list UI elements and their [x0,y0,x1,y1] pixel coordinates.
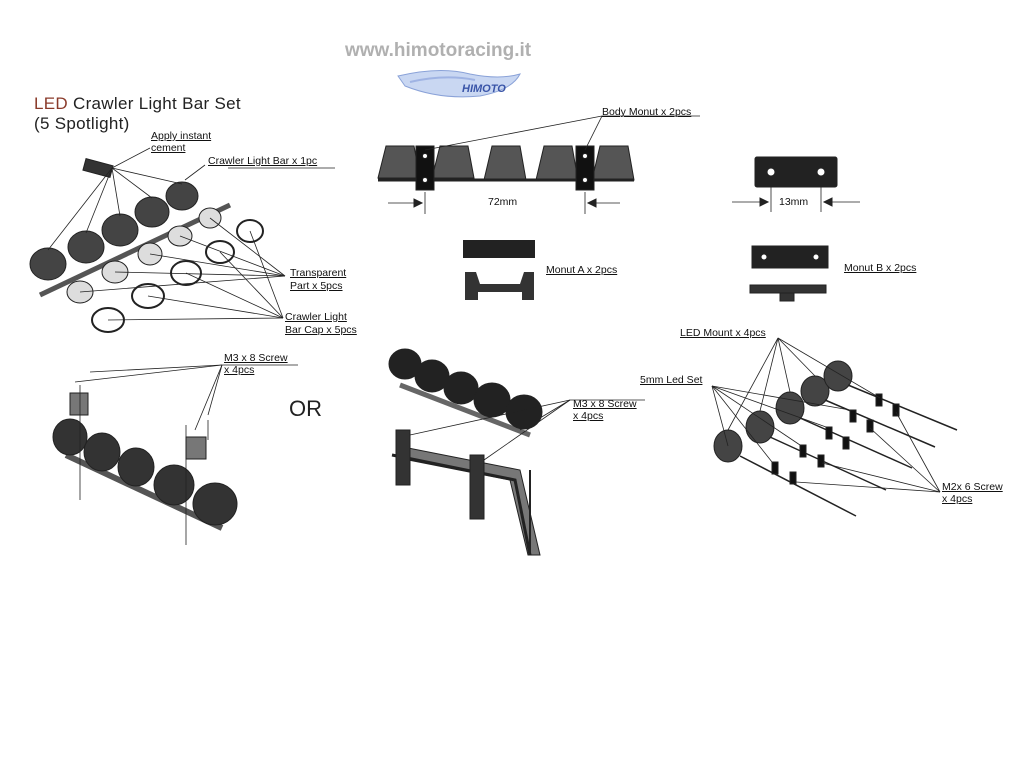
label-m2-screw-2: x 4pcs [942,493,973,505]
label-m2-screw-1: M2x 6 Screw [942,481,1003,493]
website-url: www.himotoracing.it [345,40,532,61]
label-m3-left-1: M3 x 8 Screw [224,352,288,364]
title-main: Crawler Light Bar Set [73,94,241,113]
title-led: LED [34,94,68,113]
himoto-logo: HIMOTO [397,69,521,98]
label-mount-b: Monut B x 2pcs [844,262,917,274]
label-transparent-1: Transparent [290,267,347,279]
body-mount-view [377,115,700,214]
label-led-set: 5mm Led Set [640,374,703,386]
label-body-mount: Body Monut x 2pcs [602,106,692,118]
label-bar-cap-1: Crawler Light [285,311,347,323]
assembly-right [711,337,958,517]
label-bar-cap-2: Bar Cap x 5pcs [285,324,357,336]
label-mount-a: Monut A x 2pcs [546,264,618,276]
label-transparent-2: Part x 5pcs [290,280,343,292]
label-m3-left-2: x 4pcs [224,364,255,376]
mount-a-part [463,240,535,300]
assembly-left [52,364,298,545]
assembly-middle [388,348,645,556]
label-dim-13: 13mm [779,196,809,208]
label-dim-72: 72mm [488,196,518,208]
label-led-mount: LED Mount x 4pcs [680,327,766,339]
logo-text: HIMOTO [462,83,506,95]
label-m3-mid-2: x 4pcs [573,410,604,422]
diagram-subtitle: (5 Spotlight) [34,114,130,133]
label-crawler-light-bar: Crawler Light Bar x 1pc [208,155,318,167]
mount-b-detail [732,156,860,302]
label-apply-cement-2: cement [151,142,186,154]
light-bar-exploded-view [29,147,335,333]
label-or: OR [289,396,322,421]
diagram-title: LED Crawler Light Bar Set [34,94,241,113]
label-apply-cement-1: Apply instant [151,130,212,142]
label-m3-mid-1: M3 x 8 Screw [573,398,637,410]
